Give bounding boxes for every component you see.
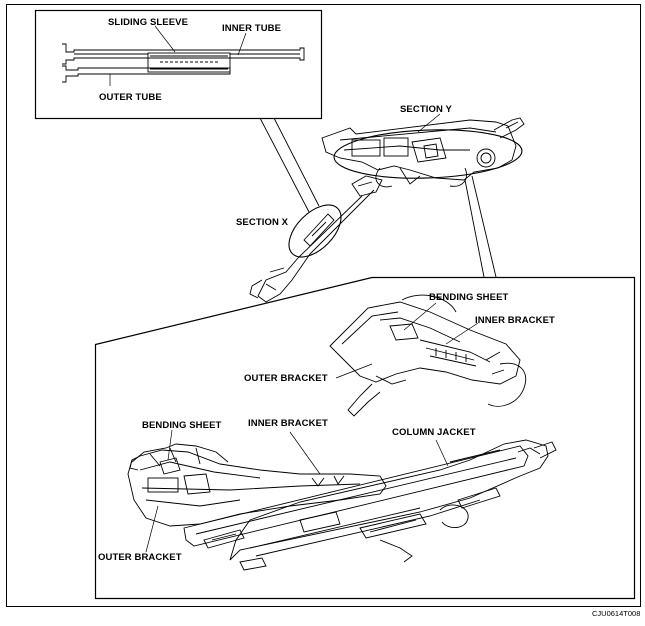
detail-box-section-y: [94, 276, 636, 600]
pointer-section-y-to-box-b: [471, 175, 497, 278]
outer-frame: [6, 4, 641, 607]
label-outer-bracket-top: OUTER BRACKET: [244, 373, 328, 384]
leader-inner-tube: [237, 32, 247, 56]
bracket-assembly-large: [127, 429, 557, 571]
label-section-x: SECTION X: [236, 217, 289, 228]
leader-outer-bracket-bottom: [145, 505, 159, 553]
label-sliding-sleeve: SLIDING SLEEVE: [108, 17, 189, 28]
label-outer-bracket-bottom: OUTER BRACKET: [98, 552, 182, 563]
bracket-assembly-small: [329, 294, 527, 417]
detail-box-sliding-sleeve: [34, 9, 323, 120]
pointer-box-to-section-x-b: [273, 117, 320, 207]
label-column-jacket: COLUMN JACKET: [392, 427, 476, 438]
leader-column-jacket: [435, 439, 449, 467]
leader-sliding-sleeve: [154, 25, 176, 53]
leader-section-y: [417, 113, 441, 133]
label-bending-sheet-bottom: BENDING SHEET: [142, 420, 222, 431]
sliding-sleeve-drawing: [62, 25, 305, 86]
figure-code: CJU0614T008: [592, 609, 641, 618]
leader-bending-sheet-top: [403, 302, 437, 331]
leader-inner-bracket-top: [445, 322, 479, 345]
leader-bending-sheet-bottom: [167, 429, 173, 461]
label-section-y: SECTION Y: [400, 104, 452, 115]
label-bending-sheet-top: BENDING SHEET: [429, 292, 509, 303]
steering-column-drawing: [249, 117, 525, 303]
label-inner-bracket-top: INNER BRACKET: [475, 315, 555, 326]
label-outer-tube: OUTER TUBE: [99, 92, 162, 103]
label-inner-bracket-bottom: INNER BRACKET: [248, 418, 328, 429]
pointer-section-y-to-box-a: [464, 179, 485, 278]
leader-inner-bracket-bottom: [289, 431, 321, 475]
pointer-box-to-section-x-a: [259, 117, 310, 213]
section-x-ellipse: [288, 204, 342, 258]
label-inner-tube: INNER TUBE: [222, 23, 282, 34]
section-y-ellipse: [333, 129, 523, 179]
leader-outer-bracket-top: [335, 363, 373, 379]
